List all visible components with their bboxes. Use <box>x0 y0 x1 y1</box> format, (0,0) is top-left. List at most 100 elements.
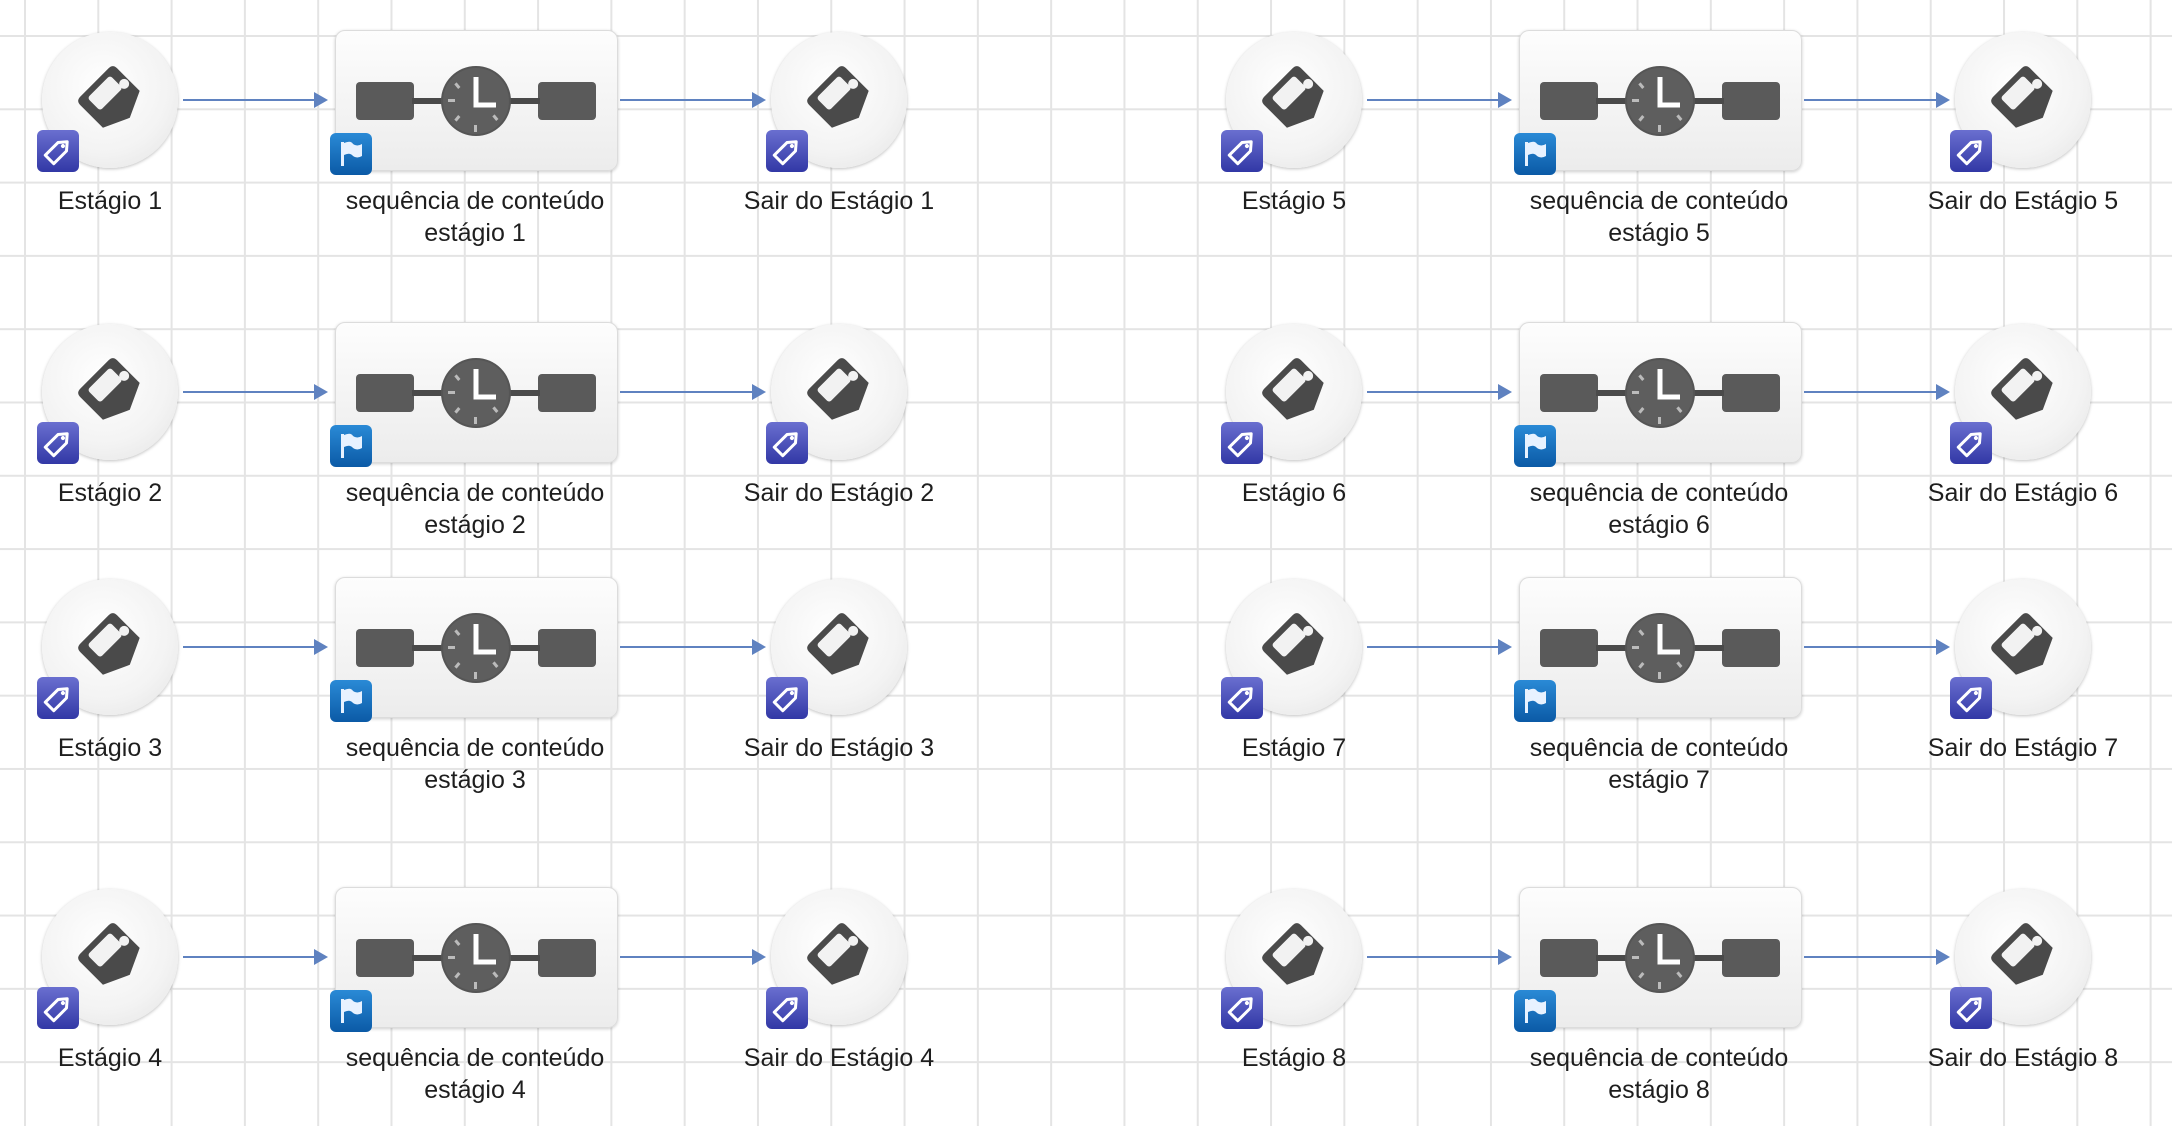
connector-arrow <box>620 949 766 965</box>
tag-icon <box>1991 613 2053 675</box>
tag-badge-icon <box>766 677 808 719</box>
sequence-label-line2: estágio 5 <box>1608 219 1710 247</box>
connector-arrow <box>1367 949 1512 965</box>
tag-badge-icon <box>1221 987 1263 1029</box>
connector-arrow <box>183 949 328 965</box>
stage-exit-node[interactable] <box>1950 324 2091 464</box>
stage-entry-node[interactable] <box>1221 32 1362 172</box>
timed-sequence-icon <box>1540 66 1780 136</box>
tag-badge-icon <box>1221 677 1263 719</box>
stage-entry-label: Estágio 6 <box>1241 479 1347 507</box>
connector-arrow <box>620 92 766 108</box>
tag-icon <box>78 358 140 420</box>
stage-exit-label: Sair do Estágio 4 <box>743 1044 935 1072</box>
tag-icon <box>1262 613 1324 675</box>
tag-badge-icon <box>1221 130 1263 172</box>
stage-exit-node[interactable] <box>766 889 907 1029</box>
stage-exit-label: Sair do Estágio 7 <box>1927 734 2119 762</box>
stage-exit-label: Sair do Estágio 5 <box>1927 187 2119 215</box>
timed-sequence-icon <box>1540 923 1780 993</box>
connector-arrow <box>1367 384 1512 400</box>
tag-icon <box>1991 358 2053 420</box>
stage-exit-node[interactable] <box>1950 889 2091 1029</box>
timed-sequence-icon <box>356 613 596 683</box>
stage-exit-node[interactable] <box>1950 32 2091 172</box>
tag-icon <box>807 923 869 985</box>
content-sequence-node[interactable] <box>1514 887 1802 1032</box>
timed-sequence-icon <box>356 923 596 993</box>
tag-badge-icon <box>1950 422 1992 464</box>
connector-arrow <box>183 639 328 655</box>
stage-entry-label: Estágio 8 <box>1241 1044 1347 1072</box>
sequence-label-line1: sequência de conteúdo <box>345 187 605 215</box>
content-sequence-node[interactable] <box>1514 30 1802 175</box>
stage-exit-label: Sair do Estágio 3 <box>743 734 935 762</box>
sequence-label-line2: estágio 7 <box>1608 766 1710 794</box>
tag-badge-icon <box>766 130 808 172</box>
stage-entry-node[interactable] <box>37 889 178 1029</box>
tag-icon <box>807 358 869 420</box>
stage-entry-node[interactable] <box>37 579 178 719</box>
stage-entry-label: Estágio 3 <box>57 734 163 762</box>
connector-arrow <box>1804 384 1950 400</box>
stage-exit-node[interactable] <box>766 32 907 172</box>
timed-sequence-icon <box>1540 358 1780 428</box>
sequence-label-line1: sequência de conteúdo <box>1529 479 1789 507</box>
tag-icon <box>807 66 869 128</box>
sequence-label-line1: sequência de conteúdo <box>1529 187 1789 215</box>
content-sequence-node[interactable] <box>1514 577 1802 722</box>
stage-entry-node[interactable] <box>37 324 178 464</box>
flag-badge-icon <box>1514 990 1556 1032</box>
content-sequence-node[interactable] <box>330 30 618 175</box>
stage-exit-node[interactable] <box>1950 579 2091 719</box>
stage-exit-node[interactable] <box>766 324 907 464</box>
tag-badge-icon <box>37 422 79 464</box>
stage-exit-label: Sair do Estágio 2 <box>743 479 935 507</box>
flag-badge-icon <box>1514 425 1556 467</box>
stage-exit-label: Sair do Estágio 6 <box>1927 479 2119 507</box>
flag-badge-icon <box>1514 133 1556 175</box>
tag-badge-icon <box>1950 987 1992 1029</box>
sequence-label-line2: estágio 4 <box>424 1076 526 1104</box>
content-sequence-node[interactable] <box>1514 322 1802 467</box>
content-sequence-node[interactable] <box>330 887 618 1032</box>
tag-icon <box>78 66 140 128</box>
stage-entry-label: Estágio 7 <box>1241 734 1347 762</box>
tag-badge-icon <box>37 987 79 1029</box>
timed-sequence-icon <box>1540 613 1780 683</box>
connector-arrow <box>1804 639 1950 655</box>
timed-sequence-icon <box>356 66 596 136</box>
stage-exit-label: Sair do Estágio 8 <box>1927 1044 2119 1072</box>
flag-badge-icon <box>330 990 372 1032</box>
stage-entry-label: Estágio 4 <box>57 1044 163 1072</box>
content-sequence-node[interactable] <box>330 577 618 722</box>
stage-entry-node[interactable] <box>37 32 178 172</box>
stage-exit-label: Sair do Estágio 1 <box>743 187 935 215</box>
tag-badge-icon <box>766 987 808 1029</box>
connector-arrow <box>620 639 766 655</box>
stage-exit-node[interactable] <box>766 579 907 719</box>
tag-badge-icon <box>1950 677 1992 719</box>
tag-badge-icon <box>1950 130 1992 172</box>
connector-arrow <box>183 384 328 400</box>
sequence-label-line2: estágio 1 <box>424 219 526 247</box>
connector-arrow <box>1804 92 1950 108</box>
flag-badge-icon <box>330 133 372 175</box>
tag-badge-icon <box>1221 422 1263 464</box>
stage-entry-node[interactable] <box>1221 324 1362 464</box>
sequence-label-line2: estágio 2 <box>424 511 526 539</box>
timed-sequence-icon <box>356 358 596 428</box>
tag-icon <box>1262 66 1324 128</box>
stage-entry-node[interactable] <box>1221 579 1362 719</box>
tag-badge-icon <box>37 130 79 172</box>
tag-icon <box>1262 358 1324 420</box>
flag-badge-icon <box>330 425 372 467</box>
connector-arrow <box>1367 639 1512 655</box>
sequence-label-line1: sequência de conteúdo <box>1529 734 1789 762</box>
sequence-label-line1: sequência de conteúdo <box>345 1044 605 1072</box>
sequence-label-line1: sequência de conteúdo <box>345 479 605 507</box>
content-sequence-node[interactable] <box>330 322 618 467</box>
stage-entry-node[interactable] <box>1221 889 1362 1029</box>
tag-icon <box>78 613 140 675</box>
flag-badge-icon <box>1514 680 1556 722</box>
